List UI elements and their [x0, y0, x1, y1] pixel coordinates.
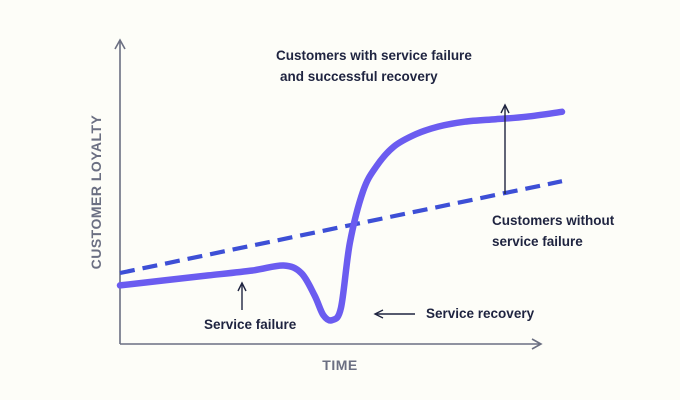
annotation-arrows — [237, 103, 510, 319]
service-failure-arrowhead — [237, 281, 247, 292]
annotation-without-failure-line2: service failure — [492, 234, 583, 249]
y-axis-arrowhead — [114, 38, 126, 50]
annotation-service-recovery: Service recovery — [426, 306, 535, 321]
annotation-with-recovery-line1: Customers with service failure — [276, 48, 472, 63]
series-failure-recovery-line — [116, 108, 566, 324]
annotation-without-failure-line1: Customers without — [492, 213, 615, 228]
series-without-failure-line — [119, 179, 563, 276]
service-recovery-arrowhead — [373, 309, 384, 319]
annotation-with-recovery-line2: and successful recovery — [280, 69, 438, 84]
axes — [114, 38, 543, 350]
x-axis-label: TIME — [322, 357, 357, 373]
recovery-gap-arrowhead — [500, 103, 510, 114]
annotation-service-failure: Service failure — [204, 317, 297, 332]
x-axis-arrowhead — [531, 338, 543, 350]
y-axis-label: CUSTOMER LOYALTY — [88, 114, 104, 269]
